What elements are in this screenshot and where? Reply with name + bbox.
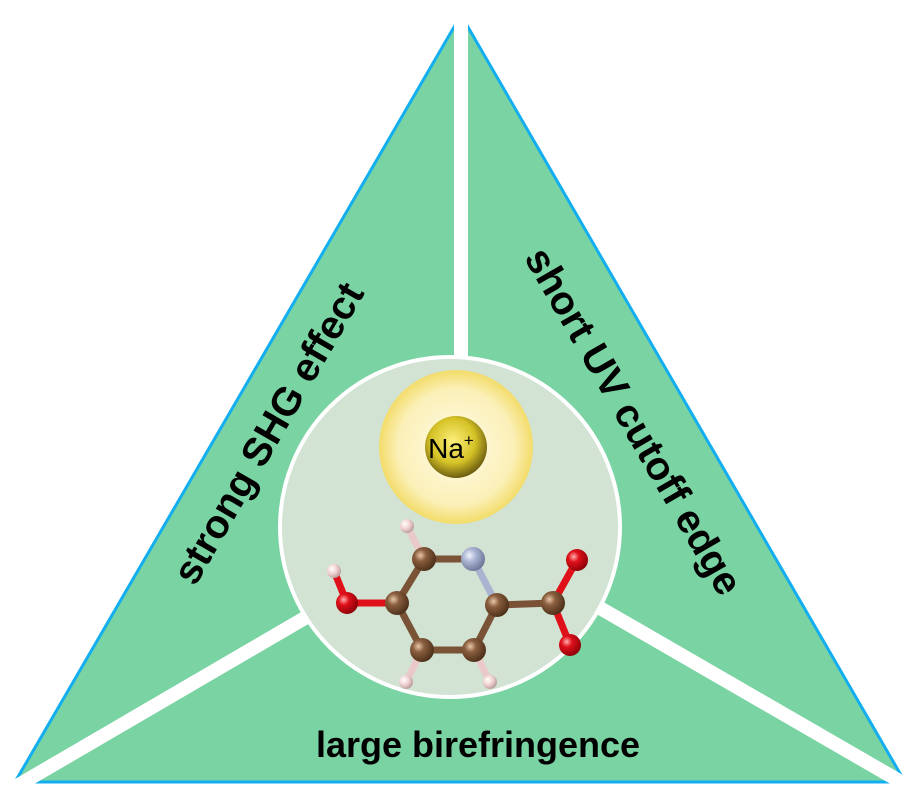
carbon-atom	[385, 591, 409, 615]
nitrogen-atom	[461, 547, 485, 571]
divider-left	[6, 608, 314, 797]
oxygen-atom	[566, 549, 588, 571]
carbon-atom	[410, 638, 434, 662]
carbon-atom	[412, 547, 436, 571]
carbon-atom	[462, 638, 486, 662]
oxygen-atom	[559, 634, 581, 656]
sodium-symbol: Na+	[428, 431, 474, 464]
sodium-ion: Na+	[379, 370, 533, 524]
hydrogen-atom	[400, 519, 414, 533]
oxygen-atom	[336, 592, 358, 614]
carbon-atom	[485, 593, 509, 617]
sodium-core	[425, 416, 487, 478]
center-circle	[278, 355, 622, 699]
molecule	[327, 519, 588, 689]
hydrogen-atom	[399, 675, 413, 689]
hydrogen-atom	[483, 675, 497, 689]
hydrogen-atom	[327, 564, 341, 578]
divider-right	[596, 601, 919, 797]
label-bottom: large birefringence	[316, 724, 640, 765]
carbon-atom	[541, 591, 565, 615]
